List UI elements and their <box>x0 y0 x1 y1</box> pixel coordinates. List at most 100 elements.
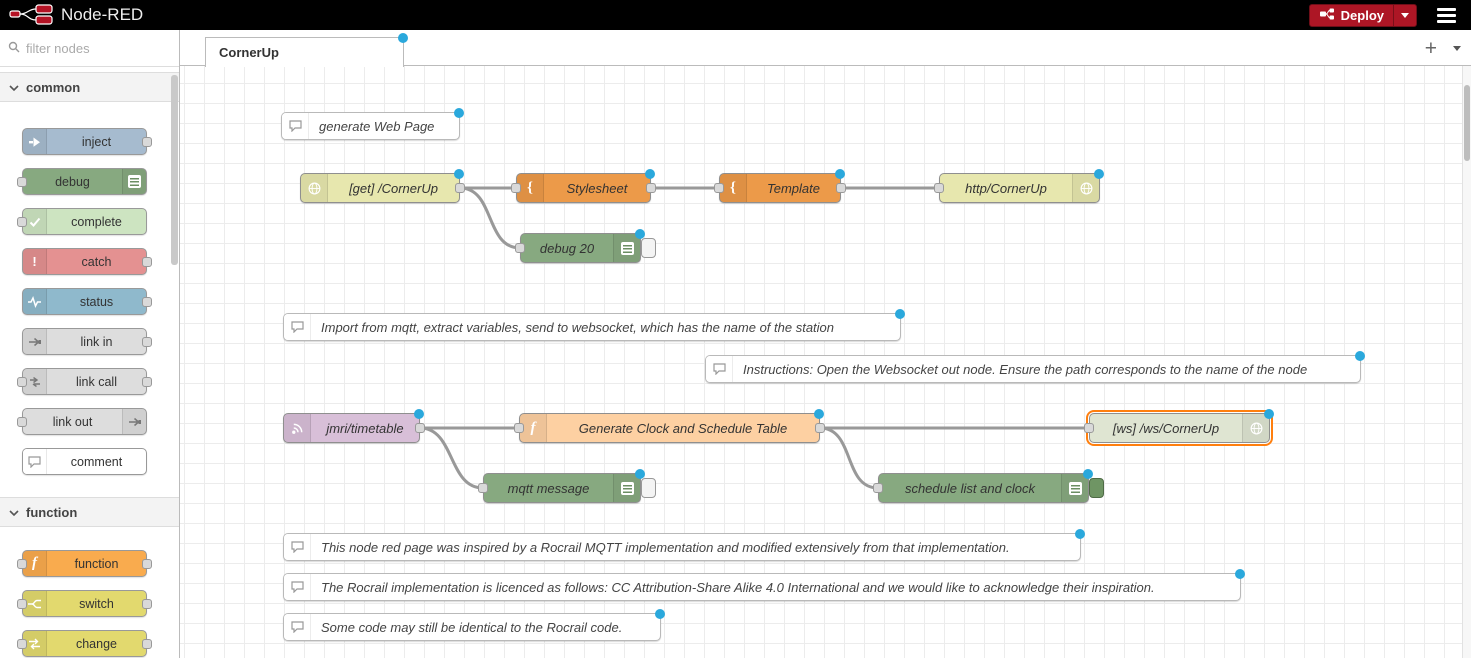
input-port[interactable] <box>17 638 27 649</box>
palette-node-catch[interactable]: ! catch <box>22 248 152 275</box>
catch-icon: ! <box>23 249 47 274</box>
header-bar: Node-RED Deploy <box>0 0 1471 30</box>
palette-section-common[interactable]: common <box>0 72 179 102</box>
template-brace-icon: { <box>517 174 544 202</box>
input-port[interactable] <box>478 483 488 493</box>
comment-bubble-icon <box>284 614 311 640</box>
input-port[interactable] <box>17 416 27 427</box>
node-http-in[interactable]: [get] /CornerUp <box>300 169 465 203</box>
palette-node-link-out[interactable]: link out <box>17 408 147 435</box>
scrollbar-thumb[interactable] <box>1464 85 1470 161</box>
node-comment-instructions[interactable]: Instructions: Open the Websocket out nod… <box>705 351 1365 383</box>
node-template-template[interactable]: { Template <box>714 169 846 203</box>
output-port[interactable] <box>142 376 152 387</box>
modified-dot <box>645 169 655 179</box>
tab-cornerup[interactable]: CornerUp <box>205 33 408 67</box>
modified-dot <box>1264 409 1274 419</box>
output-port[interactable] <box>836 183 846 193</box>
input-port[interactable] <box>514 423 524 433</box>
node-debug-mqtt-message[interactable]: mqtt message <box>478 469 656 503</box>
complete-icon <box>23 209 47 234</box>
palette-section-function[interactable]: function <box>0 497 179 527</box>
wire[interactable] <box>458 186 522 250</box>
node-comment-inspired-by[interactable]: This node red page was inspired by a Roc… <box>283 529 1085 561</box>
output-port[interactable] <box>142 256 152 267</box>
node-mqtt-in[interactable]: jmri/timetable <box>283 409 425 443</box>
input-port[interactable] <box>17 558 27 569</box>
input-port[interactable] <box>511 183 521 193</box>
palette-node-inject[interactable]: inject <box>22 128 152 155</box>
modified-dot <box>895 309 905 319</box>
node-websocket-out[interactable]: [ws] /ws/CornerUp <box>1084 409 1274 443</box>
input-port[interactable] <box>714 183 724 193</box>
output-port[interactable] <box>815 423 825 433</box>
palette-node-link-call[interactable]: link call <box>17 368 152 395</box>
output-port[interactable] <box>142 336 152 347</box>
modified-dot <box>454 169 464 179</box>
palette-node-switch[interactable]: switch <box>17 590 152 617</box>
debug-list-icon <box>613 234 640 262</box>
palette-node-function[interactable]: f function <box>17 550 152 577</box>
node-debug-20[interactable]: debug 20 <box>515 229 656 263</box>
node-debug-schedule-list[interactable]: schedule list and clock <box>873 469 1104 503</box>
canvas-vscrollbar[interactable] <box>1462 66 1471 658</box>
palette-node-comment[interactable]: comment <box>22 448 147 475</box>
link-call-icon <box>23 369 47 394</box>
node-comment-generate-web-page[interactable]: generate Web Page <box>281 108 464 140</box>
debug-toggle-button[interactable] <box>1089 478 1104 498</box>
app-title: Node-RED <box>61 5 144 24</box>
flow-list-button[interactable] <box>1453 45 1461 51</box>
input-port[interactable] <box>1084 423 1094 433</box>
change-icon <box>23 631 47 656</box>
comment-bubble-icon <box>284 534 311 560</box>
palette-search-input[interactable] <box>26 40 202 56</box>
flow-canvas[interactable]: generate Web Page [get] /CornerUp { Styl… <box>180 66 1471 658</box>
modified-dot <box>1075 529 1085 539</box>
debug-toggle-button[interactable] <box>641 238 656 258</box>
palette-node-debug[interactable]: debug <box>17 168 147 195</box>
input-port[interactable] <box>873 483 883 493</box>
debug-toggle-button[interactable] <box>641 478 656 498</box>
output-port[interactable] <box>142 598 152 609</box>
node-http-response[interactable]: http/CornerUp <box>934 169 1104 203</box>
hamburger-icon <box>1436 7 1456 11</box>
modified-dot <box>1083 469 1093 479</box>
chevron-down-icon <box>1453 45 1461 51</box>
output-port[interactable] <box>142 136 152 147</box>
input-port[interactable] <box>17 176 27 187</box>
deploy-button[interactable]: Deploy <box>1308 3 1417 27</box>
palette-node-link-in[interactable]: link in <box>22 328 152 355</box>
palette-node-change[interactable]: change <box>17 630 152 657</box>
function-icon: f <box>23 551 47 576</box>
output-port[interactable] <box>142 296 152 307</box>
input-port[interactable] <box>17 216 27 227</box>
wire[interactable] <box>818 426 880 490</box>
input-port[interactable] <box>17 598 27 609</box>
palette-search[interactable] <box>0 30 202 67</box>
wire[interactable] <box>418 426 485 490</box>
output-port[interactable] <box>415 423 425 433</box>
palette-node-status[interactable]: status <box>22 288 152 315</box>
deploy-icon <box>1319 8 1334 23</box>
output-port[interactable] <box>142 638 152 649</box>
add-flow-button[interactable]: + <box>1424 36 1437 60</box>
node-function-generate-clock[interactable]: f Generate Clock and Schedule Table <box>514 409 825 443</box>
output-port[interactable] <box>646 183 656 193</box>
node-red-logo-icon <box>8 3 54 28</box>
modified-dot <box>814 409 824 419</box>
input-port[interactable] <box>515 243 525 253</box>
node-comment-identical-code[interactable]: Some code may still be identical to the … <box>283 609 665 641</box>
modified-dot <box>1094 169 1104 179</box>
node-comment-licence[interactable]: The Rocrail implementation is licenced a… <box>283 569 1245 601</box>
node-comment-import-mqtt[interactable]: Import from mqtt, extract variables, sen… <box>283 309 905 341</box>
main-menu-button[interactable] <box>1431 2 1461 28</box>
deploy-options-button[interactable] <box>1393 4 1416 26</box>
palette-scrollbar[interactable] <box>171 75 178 265</box>
input-port[interactable] <box>17 376 27 387</box>
modified-dot <box>655 609 665 619</box>
output-port[interactable] <box>455 183 465 193</box>
node-template-stylesheet[interactable]: { Stylesheet <box>511 169 656 203</box>
output-port[interactable] <box>142 558 152 569</box>
input-port[interactable] <box>934 183 944 193</box>
palette-node-complete[interactable]: complete <box>17 208 147 235</box>
